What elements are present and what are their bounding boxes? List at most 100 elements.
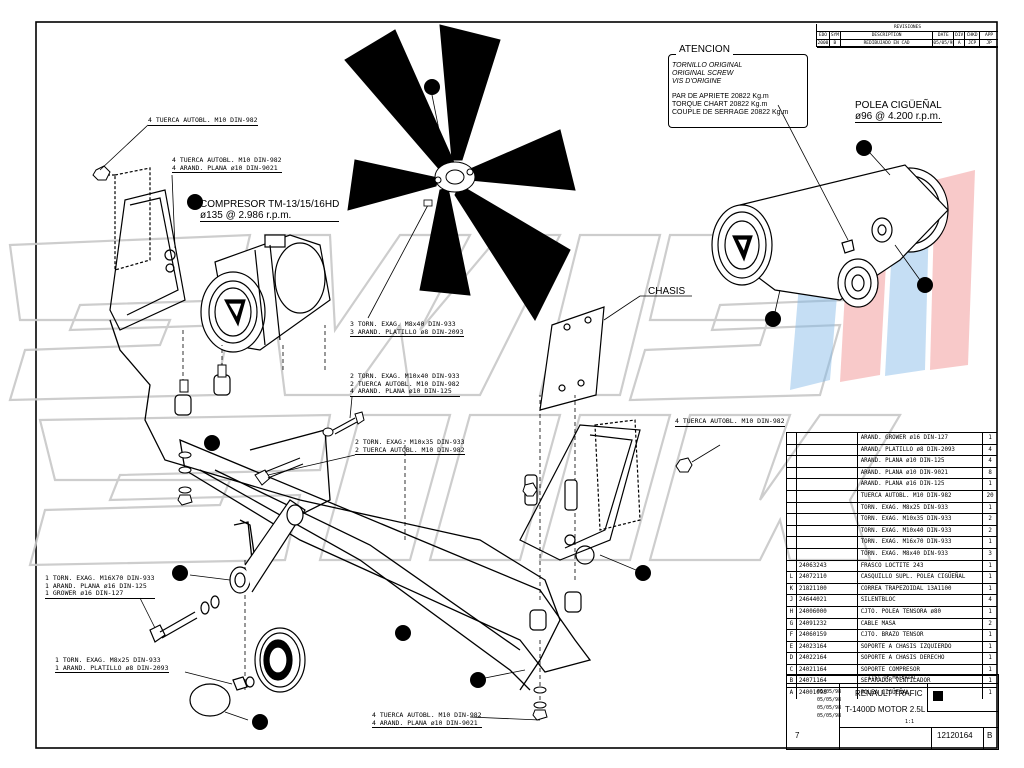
part-letter (786, 479, 797, 490)
part-letter (786, 548, 797, 560)
rev-cell: JCP (965, 40, 981, 47)
rev-cell: B (830, 40, 841, 47)
part-letter: L (786, 572, 797, 583)
callout-line: 4 TUERCA AUTOBL. M10 DIN-982 (148, 116, 258, 126)
sheet-border (35, 21, 998, 749)
part-code (797, 514, 858, 525)
part-desc: ARAND. PLANA ø10 DIN-9021 (858, 467, 984, 479)
rev-header: SYM (830, 32, 841, 39)
hardware-row: ARAND. PLANA ø10 DIN-9021 8 (786, 466, 997, 479)
part-desc: CJTO. BRAZO TENSOR (858, 630, 984, 641)
callout-c1: 4 TUERCA AUTOBL. M10 DIN-982 (148, 116, 258, 126)
callout-line: 1 TORN. EXAG. M16X70 DIN-933 (45, 574, 155, 582)
part-letter (786, 525, 797, 537)
part-desc: CASQUILLO SUPL. POLEA CIGÜEÑAL (858, 572, 984, 583)
part-desc: TORN. EXAG. M10x35 DIN-933 (858, 514, 984, 525)
revision-title: REVISIONES (893, 25, 922, 30)
callout-line: 2 TUERCA AUTOBL. M10 DIN-982 (350, 379, 460, 388)
part-desc: TUERCA AUTOBL. M10 DIN-982 (858, 490, 984, 502)
part-letter: G (786, 618, 797, 630)
rev-cell: REDIBUJADO EN CAD (841, 40, 934, 47)
rev-header: DESCRIPTION (841, 32, 934, 39)
atencion-line: ORIGINAL SCREW (672, 70, 734, 77)
part-letter (786, 560, 797, 572)
atencion-title: ATENCION (676, 44, 733, 55)
part-qty: 3 (988, 550, 992, 557)
part-code: 24023164 (797, 641, 858, 653)
callout-line: 4 ARAND. PLANA ø10 DIN-125 (350, 387, 460, 397)
atencion-line: TORQUE CHART 20822 Kg.m (672, 101, 768, 108)
part-desc: POLEA CIGÜEÑAL (858, 688, 984, 699)
rev-cell: 2000 (817, 40, 830, 47)
part-desc: CJTO. POLEA TENSORA ø80 (858, 606, 984, 618)
part-qty: 1 (988, 481, 992, 488)
part-code (797, 502, 858, 514)
title-block: LIST OF MATERIAL 05/05/98 05/05/98 05/05… (786, 674, 999, 750)
atencion-box (668, 54, 808, 128)
rev-cell: A (954, 40, 966, 47)
date-cell: 05/05/98 (817, 705, 842, 711)
revision-block: REVISIONES EDO SYM DESCRIPTION DATE DIV … (816, 24, 998, 48)
callout-c8: 1 TORN. EXAG. M8x25 DIN-933 1 ARAND. PLA… (55, 656, 169, 673)
rev-cell: JP (986, 41, 992, 46)
part-qty: 1 (988, 678, 992, 685)
atencion-line: PAR DE APRIETE 20822 Kg.m (672, 93, 769, 100)
compresor-spec: ø135 @ 2.986 r.p.m. (200, 210, 340, 222)
part-letter: F (786, 630, 797, 641)
atencion-torque-lines: PAR DE APRIETE 20822 Kg.m TORQUE CHART 2… (672, 93, 788, 117)
part-code: 24060159 (797, 630, 858, 641)
part-desc: ARAND. PLANA ø10 DIN-125 (858, 456, 984, 467)
part-letter: H (786, 606, 797, 618)
part-qty: 1 (988, 608, 992, 615)
part-code: 24063243 (797, 560, 858, 572)
part-desc: SILENTBLOC (858, 595, 984, 606)
model-name: T-1400D MOTOR 2.5L (845, 705, 926, 714)
callout-c5: 2 TORN. EXAG. M10x35 DIN-933 2 TUERCA AU… (355, 438, 465, 455)
callout-c9: 4 TUERCA AUTOBL. M10 DIN-982 4 ARAND. PL… (372, 711, 482, 728)
rev-header: DATE (933, 32, 955, 39)
callout-c4: 2 TORN. EXAG. M10x40 DIN-933 2 TUERCA AU… (350, 372, 460, 397)
part-qty: 1 (988, 435, 992, 441)
callout-line: 1 TORN. EXAG. M8x25 DIN-933 (55, 656, 161, 664)
part-qty: 1 (988, 504, 992, 511)
part-code (797, 490, 858, 502)
part-letter (786, 433, 797, 444)
part-qty: 8 (988, 469, 992, 476)
compresor-title: COMPRESOR TM-13/15/16HD (200, 199, 340, 210)
part-letter: K (786, 583, 797, 595)
compresor-label: COMPRESOR TM-13/15/16HD ø135 @ 2.986 r.p… (200, 199, 340, 222)
callout-c6: 4 TUERCA AUTOBL. M10 DIN-982 (675, 417, 785, 427)
part-qty: 1 (988, 643, 992, 650)
part-letter (786, 490, 797, 502)
part-code: 24071164 (797, 676, 858, 688)
part-letter (786, 514, 797, 525)
part-code: 24006000 (797, 606, 858, 618)
crankshaft-pulley (711, 164, 949, 308)
part-code: 24021164 (797, 664, 858, 676)
callout-c2: 4 TUERCA AUTOBL. M10 DIN-982 4 ARAND. PL… (172, 156, 282, 173)
rev-header: APP (984, 33, 994, 38)
part-desc: SEPARADOR VENTILADOR (858, 676, 984, 688)
scale: 1:1 (905, 719, 915, 725)
part-code: 24001098 (797, 688, 858, 699)
part-qty: 2 (988, 516, 992, 523)
atencion-line: VIS D'ORIGINE (672, 78, 722, 85)
fan (344, 24, 576, 322)
part-code: 21821100 (797, 583, 858, 595)
callout-line: 1 ARAND. PLATILLO ø8 DIN-2093 (55, 663, 169, 673)
